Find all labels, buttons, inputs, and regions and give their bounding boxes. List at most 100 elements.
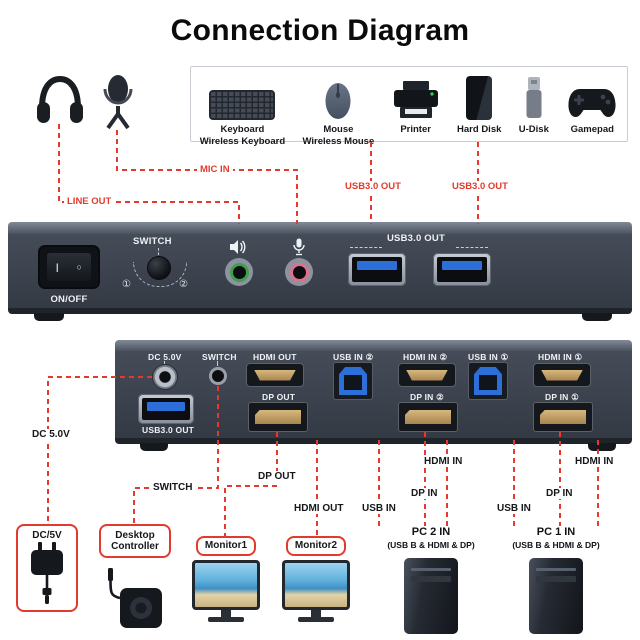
- channel-1-label: ①: [122, 279, 131, 290]
- usb-port-front-2[interactable]: [433, 253, 491, 286]
- hard-disk-device: Hard Disk: [457, 74, 501, 136]
- rear-panel-bottom-edge: [115, 438, 632, 444]
- channel-2-label: ②: [179, 279, 188, 290]
- hdmi-out-link-label: HDMI OUT: [291, 503, 347, 514]
- dc-label-rear: DC 5.0V: [148, 352, 182, 362]
- monitor1-label: Monitor1: [204, 540, 248, 552]
- usb3-out-front-label: USB3.0 OUT: [387, 233, 445, 244]
- rear-foot-right: [588, 443, 616, 451]
- hdmi-in-2-label-rear: HDMI IN ②: [403, 352, 448, 362]
- dp-in-1-port[interactable]: [533, 402, 593, 432]
- front-foot-left: [34, 313, 64, 321]
- line-dpout-monitor1: [224, 432, 278, 536]
- pc1-tower-icon: [529, 558, 583, 634]
- dp-out-label-rear: DP OUT: [262, 392, 296, 402]
- monitor2-neck: [311, 610, 321, 617]
- dp-in-2-label-rear: DP IN ②: [410, 392, 444, 402]
- monitor2-label-box: Monitor2: [286, 536, 346, 556]
- monitor2-label: Monitor2: [294, 540, 338, 552]
- u-disk-icon: [525, 74, 543, 120]
- dc-jack[interactable]: [152, 364, 178, 390]
- u-disk-label: U-Disk: [518, 124, 549, 135]
- hdmi-in-link-label-pc2: HDMI IN: [421, 456, 466, 467]
- mic-in-jack-ring: [289, 262, 309, 282]
- gamepad-label: Gamepad: [570, 124, 614, 135]
- dc-link-label: DC 5.0V: [29, 429, 73, 440]
- usb-port-front-1[interactable]: [348, 253, 406, 286]
- keyboard-label-line1: Keyboard: [220, 124, 265, 135]
- hdmi-in-1-port[interactable]: [533, 363, 591, 387]
- speaker-icon: [229, 239, 247, 260]
- monitor1-icon: [192, 560, 260, 622]
- pc2-title: PC 2 IN: [411, 526, 451, 538]
- line-out-jack[interactable]: [225, 258, 253, 286]
- front-panel-face: [8, 234, 632, 308]
- desktop-controller-icon: [104, 566, 166, 635]
- dp-out-link-label: DP OUT: [255, 471, 299, 482]
- power-adapter-icon: [25, 541, 69, 611]
- power-rocker-face: | ○: [47, 253, 91, 281]
- keyboard-label-line2: Wireless Keyboard: [199, 136, 286, 148]
- mic-in-jack[interactable]: [285, 258, 313, 286]
- hdmi-in-link-label-pc1: HDMI IN: [572, 456, 617, 467]
- switch-jack[interactable]: [209, 367, 227, 385]
- mouse-device: Mouse Wireless Mouse: [303, 74, 375, 149]
- rear-panel-top-edge: [115, 340, 632, 351]
- desktop-controller-label-line2: Controller: [111, 541, 159, 552]
- microphone-icon: [100, 74, 136, 135]
- usb-in-2-label-rear: USB IN ②: [333, 352, 374, 362]
- printer-icon: [392, 74, 440, 120]
- pc1-vent: [536, 568, 576, 571]
- headphones-icon: [34, 72, 86, 131]
- hdmi-out-label-rear: HDMI OUT: [253, 352, 297, 362]
- hdmi-in-1-label-rear: HDMI IN ①: [538, 352, 583, 362]
- keyboard-icon: [209, 74, 276, 120]
- keyboard-device: Keyboard Wireless Keyboard: [200, 74, 285, 149]
- printer-device: Printer: [392, 74, 440, 136]
- pc2-subtitle: (USB B & HDMI & DP): [387, 540, 475, 550]
- line-out-label: LINE OUT: [64, 196, 115, 207]
- switch-dash-rear: [217, 361, 218, 366]
- usb-in-link-label-pc1: USB IN: [494, 503, 534, 514]
- front-panel-bottom-edge: [8, 308, 632, 314]
- mouse-icon: [324, 74, 352, 120]
- power-rocker-switch[interactable]: | ○: [38, 245, 100, 289]
- mic-icon: [293, 238, 305, 261]
- mic-in-label: MIC IN: [197, 164, 233, 175]
- mouse-label: Mouse Wireless Mouse: [303, 124, 375, 149]
- monitor2-icon: [282, 560, 350, 622]
- mouse-label-line2: Wireless Mouse: [302, 136, 375, 148]
- desktop-controller-label-line1: Desktop: [115, 529, 155, 541]
- hdmi-out-port[interactable]: [246, 363, 304, 387]
- usb-in-1-port[interactable]: [468, 362, 508, 400]
- peripherals-box: Keyboard Wireless Keyboard Mouse Wireles…: [190, 66, 628, 147]
- dp-in-2-port[interactable]: [398, 402, 458, 432]
- dp-out-port[interactable]: [248, 402, 308, 432]
- dp-in-1-label-rear: DP IN ①: [545, 392, 579, 402]
- hard-disk-label: Hard Disk: [457, 124, 502, 135]
- power-on-mark: |: [56, 262, 59, 272]
- monitor2-base: [298, 617, 334, 622]
- monitor2-screen: [282, 560, 350, 610]
- usb3-out-port-rear[interactable]: [138, 394, 194, 424]
- u-disk-device: U-Disk: [519, 74, 549, 136]
- hdmi-in-2-port[interactable]: [398, 363, 456, 387]
- pc1-subtitle: (USB B & HDMI & DP): [512, 540, 600, 550]
- gamepad-icon: [566, 74, 618, 120]
- keyboard-label: Keyboard Wireless Keyboard: [200, 124, 285, 149]
- monitor1-label-box: Monitor1: [196, 536, 256, 556]
- desktop-controller-label-box: Desktop Controller: [99, 524, 171, 558]
- printer-label: Printer: [400, 124, 431, 135]
- power-adapter-label: DC/5V: [32, 530, 62, 541]
- usb-in-2-port[interactable]: [333, 362, 373, 400]
- switch-link-label: SWITCH: [150, 482, 196, 493]
- pc2-tower-icon: [404, 558, 458, 634]
- pc2-vent: [411, 568, 451, 571]
- monitor1-base: [208, 617, 244, 622]
- gamepad-device: Gamepad: [566, 74, 618, 136]
- power-adapter-box: DC/5V: [16, 524, 78, 612]
- mouse-label-line1: Mouse: [323, 124, 354, 135]
- rear-foot-left: [140, 443, 168, 451]
- usb-in-link-label-pc2: USB IN: [359, 503, 399, 514]
